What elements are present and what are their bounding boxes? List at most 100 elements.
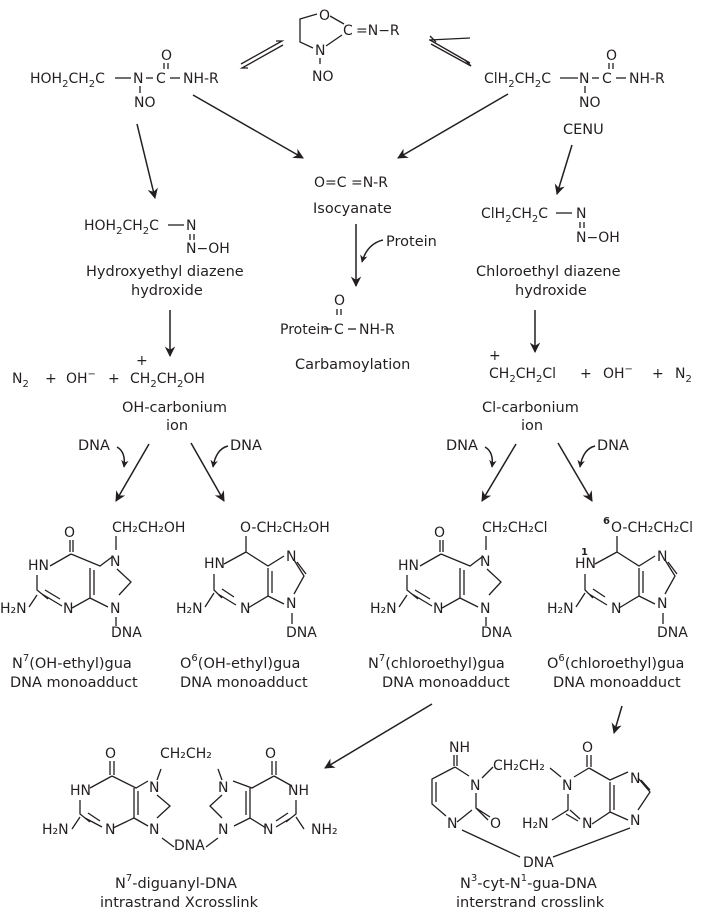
svg-text:N: N xyxy=(110,554,120,570)
svg-text:H₂N: H₂N xyxy=(176,601,203,617)
svg-text:+: + xyxy=(136,353,148,369)
intrastrand-crosslink: O CH₂CH₂ O HN N N NH H₂N N N N N NH₂ DNA… xyxy=(42,746,338,911)
dna-arrows-oh: DNA DNA xyxy=(78,438,262,502)
svg-text:6: 6 xyxy=(603,516,610,527)
svg-text:N: N xyxy=(63,601,73,617)
protein-curved-arrow xyxy=(360,239,384,263)
svg-text:DNA monoadduct: DNA monoadduct xyxy=(382,675,510,691)
svg-text:O6(chloroethyl)gua: O6(chloroethyl)gua xyxy=(547,653,684,672)
svg-text:N−OH: N−OH xyxy=(186,241,230,257)
svg-text:NH: NH xyxy=(288,783,309,799)
svg-text:N7(OH-ethyl)gua: N7(OH-ethyl)gua xyxy=(12,653,132,672)
svg-text:HOH2CH2C: HOH2CH2C xyxy=(30,71,105,90)
svg-text:Cl-carbonium: Cl-carbonium xyxy=(482,400,579,416)
chloroethyl-diazene-hydroxide: ClH2CH2C N N−OH Chloroethyl diazene hydr… xyxy=(476,206,621,299)
arrow-to-chloroethyl-diazene xyxy=(554,144,573,196)
svg-text:+: + xyxy=(489,348,501,364)
svg-text:NH: NH xyxy=(449,740,470,756)
svg-text:N: N xyxy=(657,549,667,565)
svg-text:O: O xyxy=(265,746,276,762)
svg-text:NO: NO xyxy=(134,95,156,111)
svg-text:N: N xyxy=(470,778,480,794)
svg-text:NH₂: NH₂ xyxy=(311,822,338,838)
cl-carbonium-products: + CH2CH2Cl + OH− + N2 Cl-carbonium ion xyxy=(482,348,692,434)
svg-text:DNA: DNA xyxy=(78,438,110,454)
svg-text:N: N xyxy=(579,71,589,87)
equilibrium-arrow-right xyxy=(428,35,472,67)
svg-text:N: N xyxy=(286,549,296,565)
svg-text:NH-R: NH-R xyxy=(629,71,665,87)
svg-text:hydroxide: hydroxide xyxy=(131,283,203,299)
svg-text:NO: NO xyxy=(312,69,334,85)
svg-text:CH2CH2OH: CH2CH2OH xyxy=(130,371,205,390)
svg-text:ion: ion xyxy=(521,418,543,434)
svg-text:N3-cyt-N1-gua-DNA: N3-cyt-N1-gua-DNA xyxy=(460,873,597,892)
svg-text:=N−R: =N−R xyxy=(356,23,400,39)
svg-text:DNA: DNA xyxy=(174,838,205,854)
svg-text:O-CH₂CH₂Cl: O-CH₂CH₂Cl xyxy=(611,520,693,536)
svg-text:O6(OH-ethyl)gua: O6(OH-ethyl)gua xyxy=(180,653,300,672)
arrow-to-hydroxyethyl-diazene xyxy=(136,123,158,200)
svg-text:O: O xyxy=(161,48,172,64)
svg-text:N: N xyxy=(218,780,228,796)
svg-text:N: N xyxy=(582,816,592,832)
svg-text:DNA: DNA xyxy=(481,625,512,641)
cenu-chloroethylnitrosourea: ClH2CH2C N C O NH-R NO CENU xyxy=(484,48,665,138)
svg-text:N: N xyxy=(562,778,572,794)
svg-text:C: C xyxy=(343,23,353,39)
svg-text:interstrand crosslink: interstrand crosslink xyxy=(456,895,605,911)
adduct-n7-chloroethyl-gua: O CH₂CH₂Cl HN N H₂N N N DNA N7(chloroeth… xyxy=(368,520,548,691)
arrow-to-isocyanate-right xyxy=(397,93,509,159)
svg-text:+: + xyxy=(45,371,57,387)
svg-text:O: O xyxy=(334,293,345,309)
svg-text:N: N xyxy=(611,601,621,617)
svg-text:N−OH: N−OH xyxy=(576,230,620,246)
svg-text:O: O xyxy=(319,8,330,24)
svg-text:N: N xyxy=(110,601,120,617)
svg-text:N: N xyxy=(630,813,640,829)
svg-text:N: N xyxy=(218,822,228,838)
svg-text:DNA monoadduct: DNA monoadduct xyxy=(10,675,138,691)
arrow-to-interstrand-crosslink xyxy=(611,705,623,735)
svg-text:N: N xyxy=(286,596,296,612)
svg-text:N: N xyxy=(480,601,490,617)
svg-text:N: N xyxy=(240,601,250,617)
svg-text:CH₂CH₂: CH₂CH₂ xyxy=(160,746,212,762)
svg-text:ion: ion xyxy=(166,418,188,434)
svg-text:N7-diguanyl-DNA: N7-diguanyl-DNA xyxy=(115,873,237,892)
svg-text:ClH2CH2C: ClH2CH2C xyxy=(481,206,548,225)
svg-text:HN: HN xyxy=(204,556,225,572)
svg-text:O: O xyxy=(64,525,75,541)
dna-arrows-cl: DNA DNA xyxy=(446,438,629,502)
svg-text:N: N xyxy=(657,596,667,612)
carbamoylation-label: Carbamoylation xyxy=(295,357,410,373)
equilibrium-arrow-left xyxy=(239,40,285,69)
svg-text:N: N xyxy=(149,822,159,838)
svg-text:N: N xyxy=(630,771,640,787)
svg-text:NH-R: NH-R xyxy=(359,322,395,338)
svg-text:DNA: DNA xyxy=(286,625,317,641)
svg-text:O: O xyxy=(490,816,501,832)
svg-text:HN: HN xyxy=(28,558,49,574)
svg-text:HN: HN xyxy=(575,556,596,572)
isocyanate-formula: O=C =N-R xyxy=(314,175,388,191)
svg-text:N: N xyxy=(105,822,115,838)
svg-text:CH₂CH₂Cl: CH₂CH₂Cl xyxy=(482,520,548,536)
arrow-to-isocyanate-left xyxy=(192,94,304,159)
svg-text:OH−: OH− xyxy=(603,364,633,382)
svg-text:N: N xyxy=(447,816,457,832)
svg-text:+: + xyxy=(652,366,664,382)
svg-text:Chloroethyl diazene: Chloroethyl diazene xyxy=(476,264,621,280)
svg-text:DNA monoadduct: DNA monoadduct xyxy=(553,675,681,691)
svg-text:N7(chloroethyl)gua: N7(chloroethyl)gua xyxy=(368,653,505,672)
svg-text:+: + xyxy=(108,371,120,387)
svg-text:CH2CH2Cl: CH2CH2Cl xyxy=(489,366,556,385)
svg-text:DNA: DNA xyxy=(523,855,554,871)
cenu-label: CENU xyxy=(563,122,604,138)
svg-text:O: O xyxy=(434,525,445,541)
svg-text:HOH2CH2C: HOH2CH2C xyxy=(84,218,159,237)
isocyanate-label: Isocyanate xyxy=(313,201,392,217)
svg-text:Hydroxyethyl diazene: Hydroxyethyl diazene xyxy=(86,264,244,280)
svg-text:N: N xyxy=(186,218,196,234)
